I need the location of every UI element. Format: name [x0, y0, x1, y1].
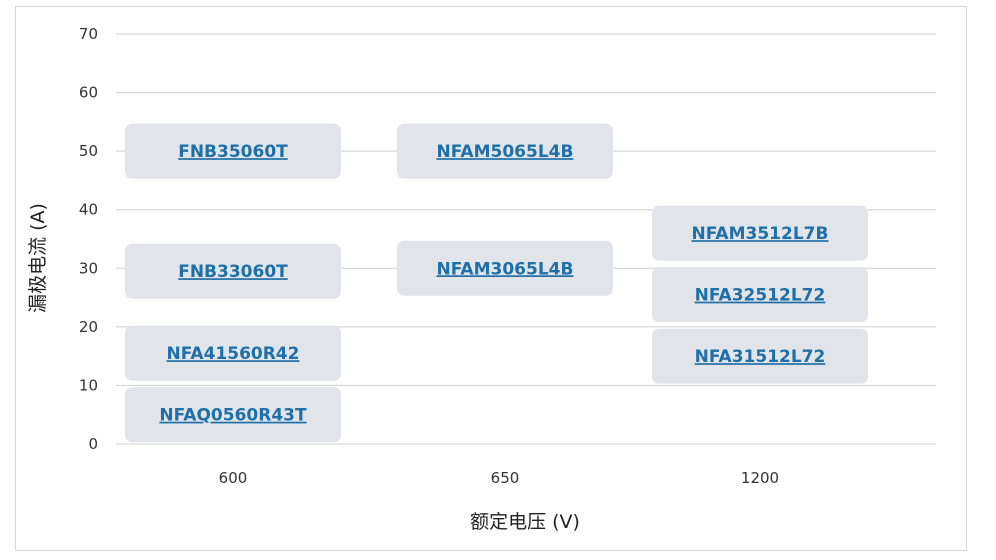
y-tick-label: 30: [79, 259, 98, 277]
product-box: [125, 243, 341, 299]
product-card[interactable]: NFAM3512L7B: [652, 205, 868, 261]
product-link[interactable]: NFAM5065L4B: [437, 142, 574, 162]
product-card[interactable]: NFA41560R42: [125, 325, 341, 381]
y-tick-label: 10: [79, 376, 98, 394]
product-card[interactable]: NFA31512L72: [652, 328, 868, 384]
product-link[interactable]: NFA32512L72: [695, 286, 826, 306]
product-box: [652, 328, 868, 384]
y-tick-label: 0: [88, 435, 98, 453]
product-boxes: FNB35060T FNB33060T NFA41560R42NFAQ0560R43…: [125, 123, 868, 443]
x-tick-label: 1200: [741, 469, 779, 487]
x-tick-label: 600: [219, 469, 248, 487]
product-link[interactable]: NFA41560R42: [167, 344, 300, 364]
product-link[interactable]: FNB35060T: [178, 142, 288, 162]
product-box: [652, 205, 868, 261]
product-box: [125, 387, 341, 443]
y-axis-title: 漏极电流 (A): [27, 203, 49, 313]
y-tick-label: 40: [79, 201, 98, 219]
x-tick-label: 650: [491, 469, 520, 487]
product-box: [652, 267, 868, 323]
x-tick-labels: 600 650 1200: [219, 469, 779, 487]
y-tick-label: 60: [79, 84, 98, 102]
product-card[interactable]: NFAQ0560R43T: [125, 387, 341, 443]
x-axis-title: 额定电压 (V): [470, 511, 580, 533]
product-card[interactable]: NFA32512L72: [652, 267, 868, 323]
product-box: [125, 325, 341, 381]
product-box: [397, 123, 613, 179]
product-box: [125, 123, 341, 179]
product-link[interactable]: NFAQ0560R43T: [159, 406, 307, 426]
y-tick-label: 20: [79, 318, 98, 336]
y-tick-label: 50: [79, 142, 98, 160]
y-tick-labels: 0 10 20 30 40 50 60 70: [79, 25, 98, 453]
product-card[interactable]: FNB35060T: [125, 123, 341, 179]
y-tick-label: 70: [79, 25, 98, 43]
product-card[interactable]: FNB33060T: [125, 243, 341, 299]
product-card[interactable]: NFAM3065L4B: [397, 240, 613, 296]
product-link[interactable]: NFAM3512L7B: [692, 224, 829, 244]
product-link[interactable]: NFA31512L72: [695, 347, 826, 367]
product-link[interactable]: NFAM3065L4B: [437, 259, 574, 279]
product-link[interactable]: FNB33060T: [178, 262, 288, 282]
product-box: [397, 240, 613, 296]
product-card[interactable]: NFAM5065L4B: [397, 123, 613, 179]
